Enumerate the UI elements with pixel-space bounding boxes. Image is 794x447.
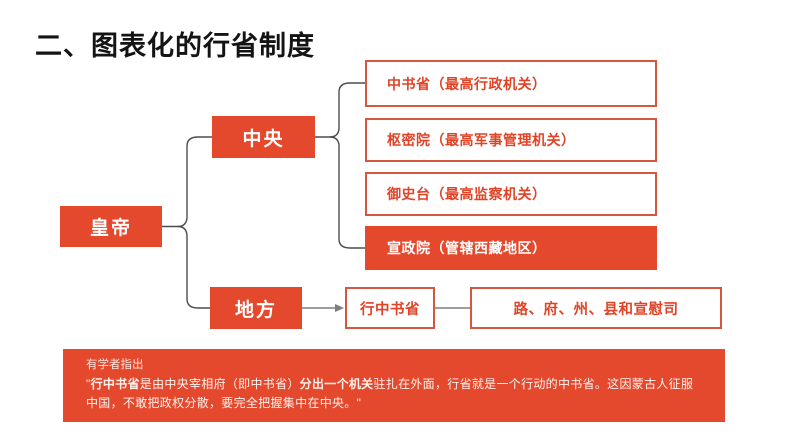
quote-text: "行中书省是由中央宰相府（即中书省）分出一个机关驻扎在外面，行省就是一个行动的中… <box>86 375 703 413</box>
organ-label: 宣政院（管辖西藏地区） <box>387 240 547 256</box>
organ-box-zhongshusheng: 中书省（最高行政机关） <box>365 60 657 107</box>
node-central-label: 中央 <box>242 128 285 150</box>
node-emperor: 皇帝 <box>60 206 162 247</box>
box-lu-fu-zhou-xian: 路、府、州、县和宣慰司 <box>470 287 722 329</box>
quote-bold-segment: 行中书省 <box>90 377 140 391</box>
quote-segment: 驻扎在外面，行省就是一个行动的中书省。这因蒙古人征服中国，不敢把政权分散，要完全… <box>86 377 694 410</box>
node-local: 地方 <box>210 287 302 329</box>
local-to-xing-arrow <box>302 304 344 312</box>
box-lu-fu-zhou-xian-label: 路、府、州、县和宣慰司 <box>513 301 679 318</box>
scholar-quote-banner: 有学者指出 "行中书省是由中央宰相府（即中书省）分出一个机关驻扎在外面，行省就是… <box>63 349 725 422</box>
organ-box-shumiyuan: 枢密院（最高军事管理机关） <box>365 118 657 162</box>
quote-segment: " <box>86 377 91 391</box>
node-local-label: 地方 <box>234 299 277 321</box>
page-title: 二、图表化的行省制度 <box>35 31 315 61</box>
box-xingzhongshusheng-label: 行中书省 <box>360 301 420 318</box>
quote-segment: 是由中央宰相府（即中书省） <box>139 377 300 391</box>
organ-box-xuanzhengyuan: 宣政院（管辖西藏地区） <box>365 226 657 270</box>
quote-bold-segment: 分出一个机关 <box>299 377 374 391</box>
organ-box-yushitai: 御史台（最高监察机关） <box>365 172 657 216</box>
organ-label: 中书省（最高行政机关） <box>387 75 547 92</box>
node-central: 中央 <box>212 116 315 158</box>
quote-intro: 有学者指出 <box>86 359 144 371</box>
node-emperor-label: 皇帝 <box>89 218 132 239</box>
box-xingzhongshusheng: 行中书省 <box>345 287 435 329</box>
organ-label: 枢密院（最高军事管理机关） <box>387 132 576 148</box>
organ-label: 御史台（最高监察机关） <box>387 186 547 202</box>
emperor-brace <box>161 136 213 309</box>
central-brace <box>314 82 366 249</box>
